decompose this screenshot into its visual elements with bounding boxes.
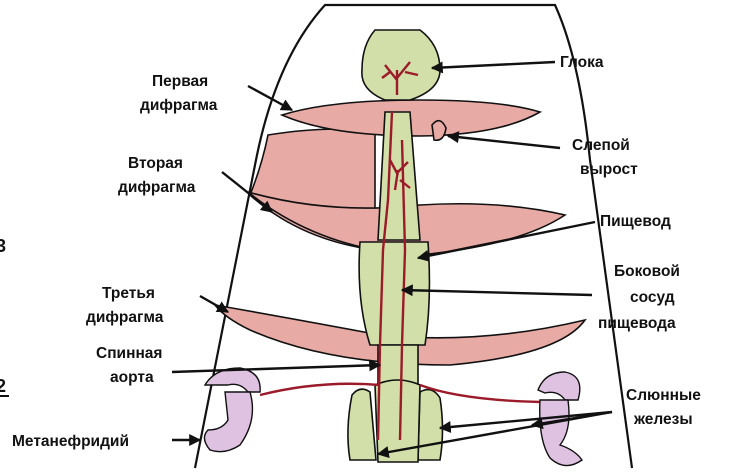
label-first-diaphragm-line1: Первая — [152, 73, 208, 90]
arrow-third-diaphragm — [200, 296, 228, 312]
label-salivary-glands-line1: Слюнные — [626, 387, 701, 404]
label-second-diaphragm-line2: дифрагма — [118, 179, 196, 196]
label-lateral-vessel-line2: сосуд — [630, 289, 675, 306]
arrow-dorsal-aorta — [172, 365, 380, 372]
label-dorsal-aorta-line1: Спинная — [96, 345, 162, 362]
label-third-diaphragm-line1: Третья — [102, 285, 155, 302]
arrow-salivary-1 — [440, 412, 612, 428]
label-dorsal-aorta-line2: аорта — [110, 369, 154, 386]
label-salivary-glands-line2: железы — [633, 411, 693, 428]
label-metanephridium: Метанефридий — [12, 433, 129, 450]
edge-mark-2: 2 — [0, 376, 6, 396]
salivary-gland-right — [418, 390, 443, 460]
label-esophagus: Пищевод — [600, 213, 671, 230]
salivary-gland-left — [348, 389, 376, 460]
label-lateral-vessel-line1: Боковой — [614, 263, 680, 280]
label-first-diaphragm-line2: дифрагма — [140, 97, 218, 114]
label-caecum-line1: Слепой — [572, 137, 630, 154]
label-pharynx: Глока — [560, 54, 604, 71]
caecum-shape — [432, 121, 446, 141]
arrow-pharynx — [432, 62, 555, 68]
label-lateral-vessel-line3: пищевода — [598, 315, 676, 332]
metanephridium-right-funnel — [538, 372, 580, 400]
metanephridium-left-body — [204, 392, 252, 452]
pharynx-shape — [362, 30, 440, 100]
arrow-caecum — [448, 136, 560, 148]
metanephridium-right-body — [540, 400, 582, 466]
label-second-diaphragm-line1: Вторая — [128, 155, 183, 172]
label-caecum-line2: вырост — [580, 161, 638, 178]
arrow-lateral-vessel — [402, 290, 592, 295]
label-third-diaphragm-line2: дифрагма — [86, 309, 164, 326]
edge-mark-3: 3 — [0, 236, 6, 256]
